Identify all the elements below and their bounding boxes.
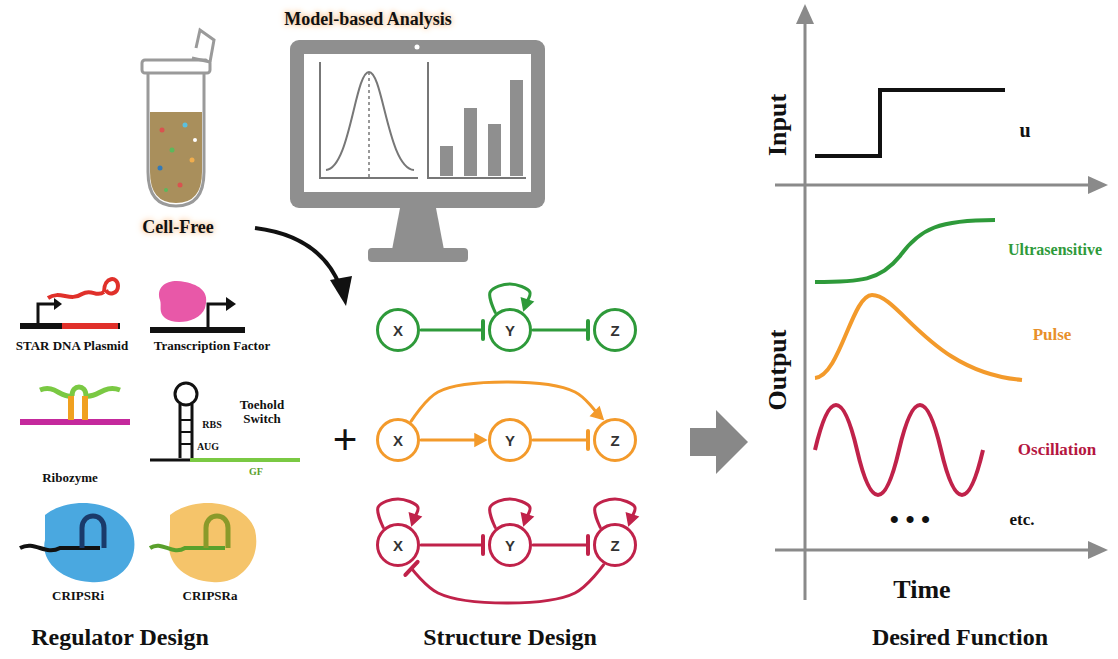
node-label: X bbox=[393, 537, 403, 554]
inhibition-edge bbox=[533, 321, 588, 339]
axis-label: Output bbox=[764, 330, 793, 411]
sequence-label: GF bbox=[249, 466, 263, 477]
crispri-icon bbox=[20, 503, 134, 582]
oscillation-curve bbox=[815, 405, 983, 495]
edge-head bbox=[522, 298, 533, 310]
gene-node: Z bbox=[593, 418, 637, 462]
inhibition-edge bbox=[421, 536, 483, 554]
axis-label: Input bbox=[764, 94, 793, 156]
part-label: Ribozyme bbox=[42, 471, 98, 485]
edge-head bbox=[591, 407, 603, 419]
node-label: Y bbox=[505, 322, 515, 339]
curve-label: Pulse bbox=[1033, 326, 1072, 345]
activation-edge bbox=[421, 434, 486, 446]
node-label: X bbox=[393, 432, 403, 449]
chart-axes bbox=[775, 4, 1108, 600]
plus-sign: + bbox=[332, 416, 357, 464]
edge-head bbox=[481, 321, 485, 339]
signal-label: u bbox=[1019, 119, 1030, 141]
gene-node: Y bbox=[488, 523, 532, 567]
gene-node: Z bbox=[593, 523, 637, 567]
block-arrow bbox=[690, 410, 748, 474]
section-title: Desired Function bbox=[872, 624, 1048, 650]
part-label: Toehold Switch bbox=[231, 398, 293, 427]
sequence-label: AUG bbox=[197, 441, 219, 452]
pulse-curve bbox=[815, 295, 1022, 380]
part-label: Transcription Factor bbox=[154, 339, 270, 353]
edge-head bbox=[481, 536, 485, 554]
ultrasensitive-curve bbox=[815, 220, 995, 282]
toehold-switch-icon bbox=[150, 383, 300, 460]
gene-node: Z bbox=[593, 308, 637, 352]
gene-node: Y bbox=[488, 308, 532, 352]
transcription-factor-icon bbox=[150, 281, 245, 330]
node-label: Z bbox=[610, 432, 619, 449]
ribozyme-icon bbox=[20, 387, 130, 422]
ellipsis: • • • bbox=[890, 506, 930, 535]
gene-node: Y bbox=[488, 418, 532, 462]
input-step bbox=[815, 90, 1005, 156]
node-label: Y bbox=[505, 537, 515, 554]
panel-title: Model-based Analysis bbox=[284, 10, 452, 30]
section-title: Structure Design bbox=[423, 624, 597, 650]
flow-arrow bbox=[255, 228, 352, 306]
edge-head bbox=[627, 513, 638, 525]
curve-label: Oscillation bbox=[1018, 441, 1096, 460]
curve-label: Ultrasensitive bbox=[1008, 241, 1102, 259]
part-label: CRIPSRa bbox=[183, 589, 238, 603]
part-label: CRIPSRi bbox=[52, 589, 104, 603]
monitor-icon bbox=[290, 40, 545, 262]
section-title: Regulator Design bbox=[31, 624, 209, 650]
edge-head bbox=[586, 321, 590, 339]
sequence-label: RBS bbox=[202, 419, 221, 430]
node-label: Y bbox=[505, 432, 515, 449]
inhibition-edge bbox=[533, 431, 588, 449]
tube-icon bbox=[142, 30, 214, 206]
node-label: Z bbox=[610, 322, 619, 339]
gene-node: X bbox=[376, 418, 420, 462]
part-label: STAR DNA Plasmid bbox=[16, 339, 128, 353]
edge-head bbox=[522, 513, 533, 525]
star-plasmid-icon bbox=[20, 279, 120, 326]
edge-head bbox=[586, 536, 590, 554]
gene-node: X bbox=[376, 523, 420, 567]
inhibition-edge bbox=[405, 562, 603, 603]
edge-head bbox=[586, 431, 590, 449]
crispra-icon bbox=[150, 503, 256, 582]
activation-edge bbox=[411, 382, 603, 421]
inhibition-edge bbox=[533, 536, 588, 554]
gene-node: X bbox=[376, 308, 420, 352]
panel-title: Cell-Free bbox=[142, 218, 214, 238]
edge-head bbox=[410, 513, 421, 525]
inhibition-edge bbox=[421, 321, 483, 339]
node-label: Z bbox=[610, 537, 619, 554]
axis-label: Time bbox=[893, 576, 950, 605]
curve-label: etc. bbox=[1009, 511, 1034, 530]
node-label: X bbox=[393, 322, 403, 339]
edge-head bbox=[475, 434, 486, 446]
